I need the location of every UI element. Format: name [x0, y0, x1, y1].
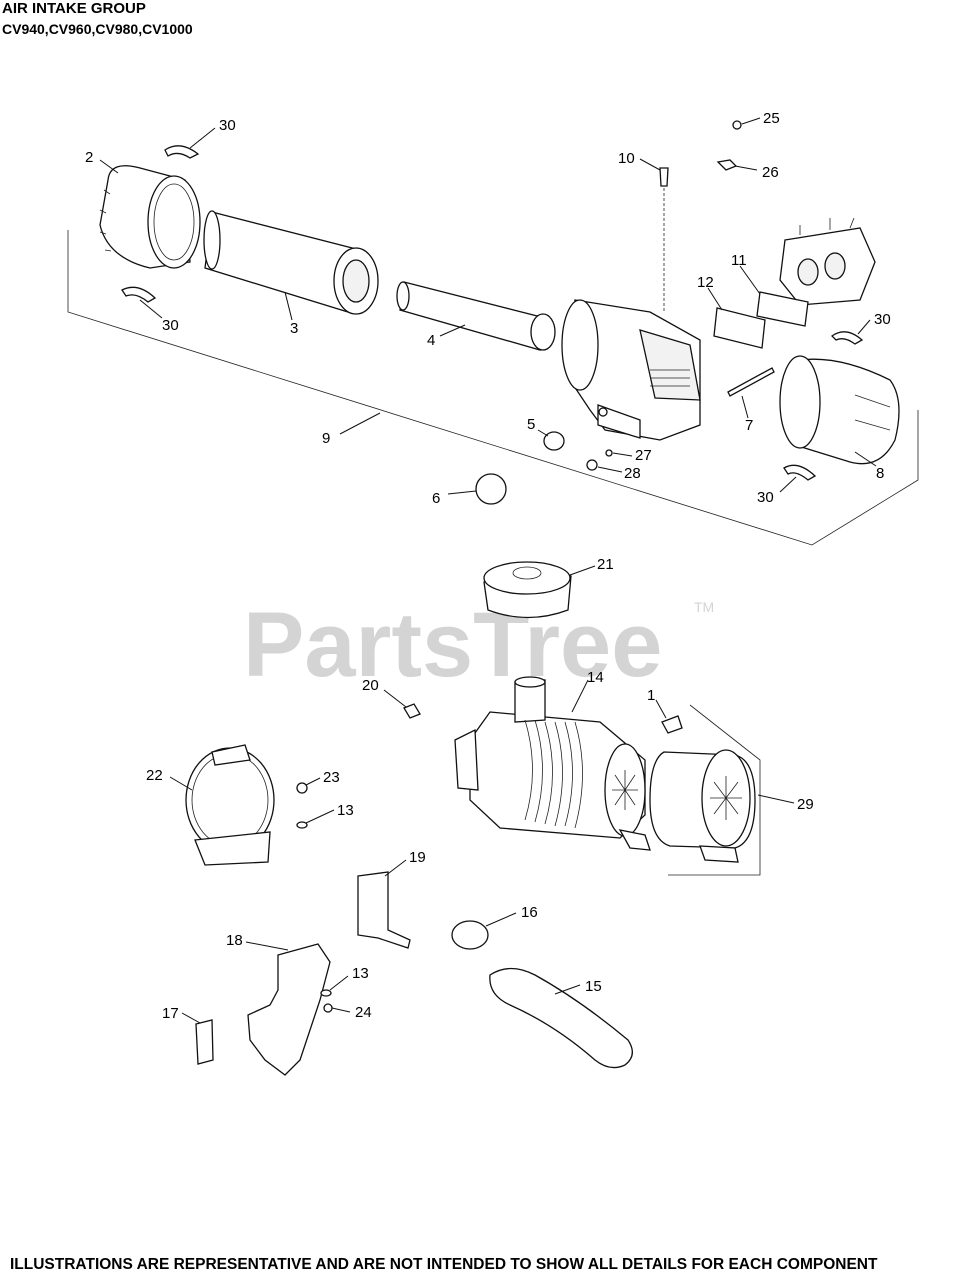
part-21-precleaner-cap[interactable] [483, 561, 572, 619]
callout-28: 28 [624, 465, 641, 482]
part-16-hose-clamp[interactable] [451, 920, 489, 950]
part-9-housing[interactable] [561, 299, 701, 441]
callout-19: 19 [409, 849, 426, 866]
part-29-cover-assembly[interactable] [649, 749, 756, 863]
callout-2: 2 [85, 149, 93, 166]
model-list: CV940,CV960,CV980,CV1000 [2, 21, 193, 37]
callout-9: 9 [322, 430, 330, 447]
parts-diagram: PartsTree TM [67, 110, 919, 1076]
callout-5: 5 [527, 416, 535, 433]
part-19-bracket[interactable] [357, 871, 411, 949]
callout-8: 8 [876, 465, 884, 482]
callout-11: 11 [731, 252, 747, 269]
disclaimer-footer: ILLUSTRATIONS ARE REPRESENTATIVE AND ARE… [10, 1256, 878, 1273]
callout-13: 13 [337, 802, 354, 819]
part-10-bolt[interactable] [659, 167, 669, 312]
part-7-seal[interactable] [727, 367, 775, 397]
callout-30: 30 [874, 311, 891, 328]
group-29-outline [668, 704, 761, 876]
callout-14: 14 [587, 669, 604, 686]
part-13-washer-upper[interactable] [296, 821, 308, 829]
callout-18: 18 [226, 932, 243, 949]
callout-labels: 30 2 30 3 4 9 10 25 26 11 12 30 7 5 27 2… [85, 110, 891, 1022]
part-1-bracket[interactable] [661, 715, 683, 734]
part-15-elbow-hose[interactable] [489, 967, 633, 1069]
part-30-clip-bottom[interactable] [121, 286, 157, 303]
callout-6: 6 [432, 490, 440, 507]
callout-1: 1 [647, 687, 655, 704]
part-14-air-cleaner[interactable] [454, 676, 651, 851]
part-12-gasket[interactable] [713, 307, 766, 349]
part-30-clip-top[interactable] [164, 145, 200, 159]
callout-27: 27 [635, 447, 652, 464]
callout-17: 17 [162, 1005, 179, 1022]
watermark-tm: TM [694, 599, 714, 615]
watermark-text: PartsTree [243, 594, 662, 696]
part-22-mounting-band[interactable] [185, 744, 275, 866]
callout-7: 7 [745, 417, 753, 434]
part-4-inner-element[interactable] [396, 281, 556, 351]
callout-30: 30 [162, 317, 179, 334]
callout-3: 3 [290, 320, 298, 337]
part-13-washer-lower[interactable] [320, 989, 332, 997]
callout-20: 20 [362, 677, 379, 694]
callout-12: 12 [697, 274, 714, 291]
part-3-filter-element[interactable] [203, 210, 379, 315]
callout-13: 13 [352, 965, 369, 982]
callout-26: 26 [762, 164, 779, 181]
page-title: AIR INTAKE GROUP [2, 0, 146, 17]
callout-10: 10 [618, 150, 635, 167]
carburetor-reference [779, 217, 876, 306]
part-26-fitting[interactable] [716, 159, 738, 171]
part-8-cover[interactable] [779, 355, 900, 465]
callout-30: 30 [219, 117, 236, 134]
part-28-nut[interactable] [586, 459, 598, 471]
part-23-nut[interactable] [296, 782, 308, 794]
part-20-fitting[interactable] [403, 703, 421, 719]
part-17-plate[interactable] [195, 1019, 214, 1065]
callout-16: 16 [521, 904, 538, 921]
part-24-nut[interactable] [323, 1003, 333, 1013]
callout-4: 4 [427, 332, 435, 349]
part-5-plug[interactable] [543, 431, 565, 451]
leader-lines [99, 117, 877, 1024]
callout-23: 23 [323, 769, 340, 786]
part-30-clip-right[interactable] [830, 331, 864, 345]
part-11-gasket[interactable] [756, 291, 809, 327]
part-2-cover[interactable] [99, 165, 201, 269]
callout-24: 24 [355, 1004, 372, 1021]
part-18-bracket[interactable] [247, 943, 331, 1076]
part-30-clip-lower[interactable] [783, 464, 817, 481]
part-27-washer[interactable] [605, 449, 613, 457]
callout-15: 15 [585, 978, 602, 995]
callout-25: 25 [763, 110, 780, 127]
group-9-outline [67, 230, 919, 546]
part-25-fastener[interactable] [732, 120, 742, 130]
callout-22: 22 [146, 767, 163, 784]
part-6-cap[interactable] [475, 473, 507, 505]
callout-21: 21 [597, 556, 614, 573]
callout-29: 29 [797, 796, 814, 813]
callout-30: 30 [757, 489, 774, 506]
